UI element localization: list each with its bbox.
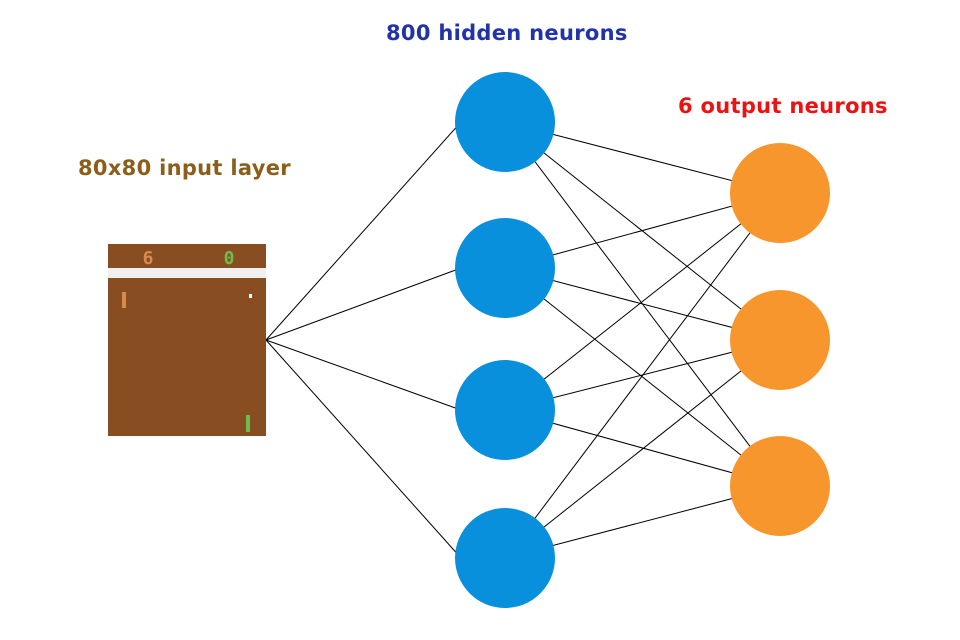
output-neuron-1 xyxy=(730,143,830,243)
edge-hidden-2-output-3 xyxy=(504,267,781,487)
hidden-neuron-1 xyxy=(455,72,555,172)
opponent-paddle xyxy=(246,415,250,432)
player-score: 6 xyxy=(143,248,154,269)
hidden-layer-nodes xyxy=(455,72,555,608)
opponent-score: 0 xyxy=(224,248,235,269)
edge-hidden-4-output-1 xyxy=(504,192,781,559)
edge-input-hidden-4 xyxy=(265,339,462,559)
hidden-layer-label: 800 hidden neurons xyxy=(386,21,628,45)
output-layer-nodes xyxy=(730,143,830,536)
game-top-band xyxy=(108,268,266,278)
hidden-neuron-2 xyxy=(455,218,555,318)
output-neuron-2 xyxy=(730,290,830,390)
player-paddle xyxy=(122,292,126,308)
output-neuron-3 xyxy=(730,436,830,536)
edge-input-hidden-3 xyxy=(265,339,462,411)
edge-input-hidden-1 xyxy=(265,121,462,341)
edge-hidden-3-output-1 xyxy=(504,192,781,411)
edge-hidden-4-output-2 xyxy=(504,339,781,559)
input-layer-label: 80x80 input layer xyxy=(78,156,291,180)
ball xyxy=(249,294,252,298)
output-layer-label: 6 output neurons xyxy=(678,94,888,118)
edge-input-hidden-2 xyxy=(265,267,462,341)
hidden-neuron-3 xyxy=(455,360,555,460)
input-hidden-edges xyxy=(265,121,462,559)
hidden-neuron-4 xyxy=(455,508,555,608)
input-frame-image: 6 0 xyxy=(108,244,266,436)
